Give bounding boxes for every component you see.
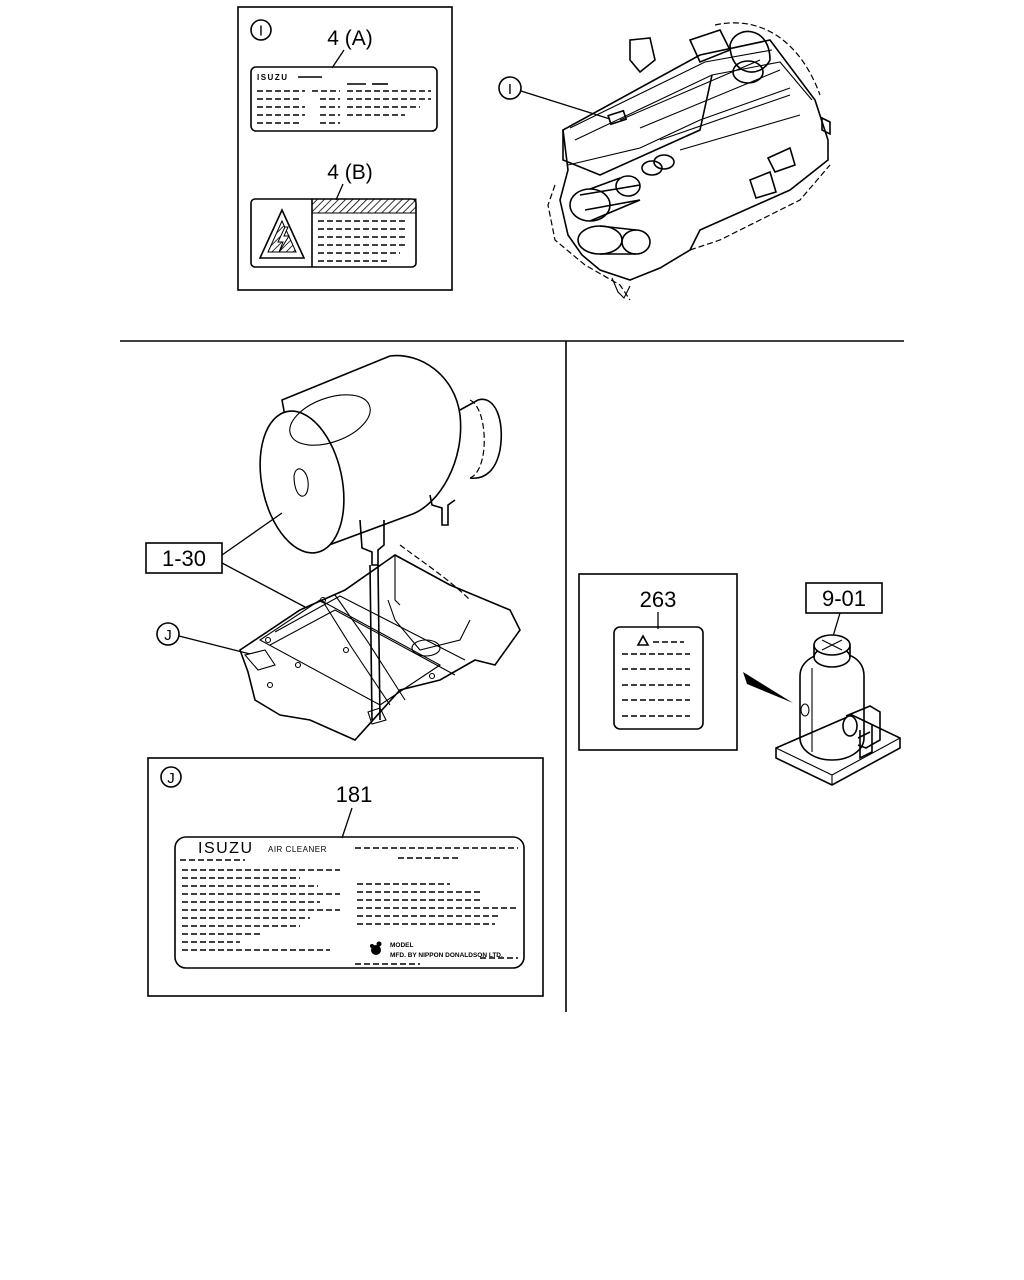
location-pointer-wedge <box>743 672 793 703</box>
label-181-brand: ISUZU <box>198 840 254 857</box>
jack-illustration: 9-01 <box>775 582 901 786</box>
engine-illustration: I <box>498 22 831 301</box>
callout-181: 181 <box>336 782 373 807</box>
detail-panel-263: 263 <box>578 573 738 751</box>
label-181-maker: MFD. BY NIPPON DONALDSON LTD. <box>390 952 503 959</box>
marker-j-floor-letter: J <box>164 627 172 644</box>
leader-181 <box>341 807 353 839</box>
donaldson-logo-icon <box>370 941 382 955</box>
label-4b-text-lines <box>318 220 408 262</box>
caution-triangle-icon <box>636 634 650 646</box>
callout-4a: 4 (A) <box>327 27 373 50</box>
label-4b-plate <box>250 198 417 268</box>
marker-j-floor-circle <box>156 622 180 646</box>
marker-i-engine-letter: I <box>508 81 512 98</box>
marker-j-circle <box>160 766 182 788</box>
callout-4b: 4 (B) <box>327 161 373 184</box>
detail-panel-i: I 4 (A) ISUZU <box>237 6 453 291</box>
marker-i-engine-circle <box>498 76 522 100</box>
callout-1-30: 1-30 <box>162 546 206 571</box>
leader-1-30-a <box>221 512 283 556</box>
callout-box-1-30 <box>145 542 223 574</box>
callout-263: 263 <box>640 587 677 612</box>
label-181-product: AIR CLEANER <box>268 845 327 854</box>
leader-4b <box>335 183 344 201</box>
leader-1-30-b <box>221 562 306 608</box>
label-263-plate <box>613 626 704 730</box>
label-4a-text-lines <box>257 76 431 124</box>
air-cleaner-illustration: 1-30 J <box>145 354 521 741</box>
leader-4a <box>331 49 345 69</box>
marker-i-circle <box>250 19 272 41</box>
warning-triangle-icon <box>258 208 306 259</box>
detail-panel-j: J 181 ISUZU AIR CLEANER <box>147 757 544 997</box>
marker-i-letter: I <box>259 23 263 40</box>
label-181-plate: ISUZU AIR CLEANER <box>174 836 525 969</box>
leader-j-floor <box>178 635 251 655</box>
label-4a-plate: ISUZU <box>250 66 438 132</box>
leader-engine-label <box>520 90 611 120</box>
label-4b-hatched-header <box>311 198 417 214</box>
callout-9-01: 9-01 <box>822 586 866 611</box>
label-4a-brand: ISUZU <box>257 73 289 82</box>
label-181-text-lines <box>182 869 518 965</box>
label-181-model: MODEL <box>390 942 414 949</box>
marker-j-letter: J <box>167 770 175 787</box>
callout-box-9-01 <box>805 582 883 614</box>
